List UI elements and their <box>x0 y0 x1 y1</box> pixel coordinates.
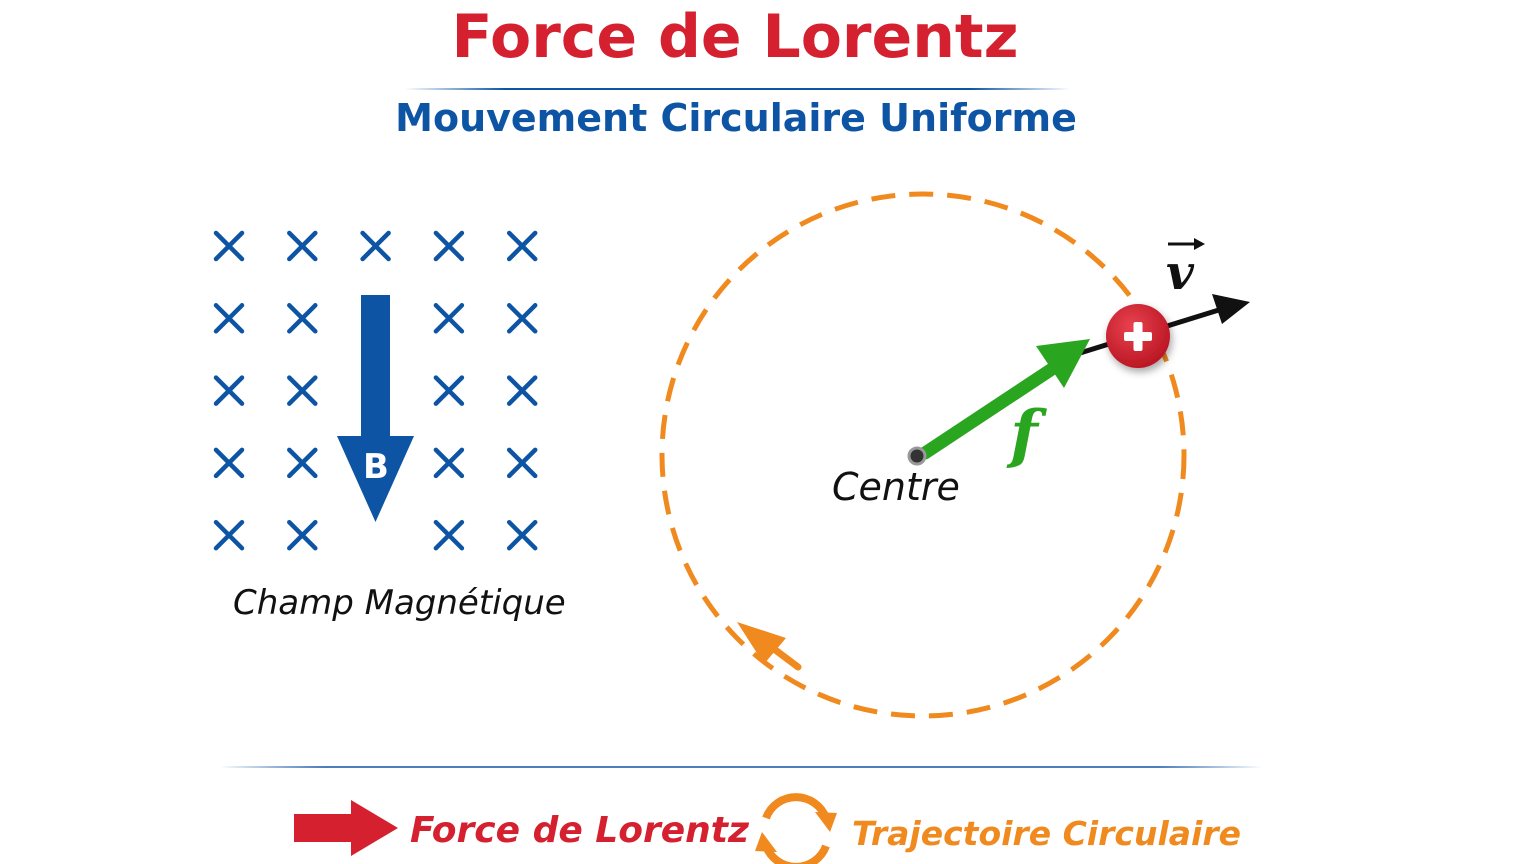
force-vector <box>918 339 1090 460</box>
field-cross-icon <box>506 519 538 551</box>
field-cross-icon <box>213 230 245 262</box>
centre-label: Centre <box>832 465 960 509</box>
field-cross-icon <box>287 519 318 551</box>
field-cross-icon <box>287 375 318 406</box>
plus-icon <box>1124 322 1152 351</box>
field-cross-icon <box>433 519 465 551</box>
legend-divider <box>220 766 1262 768</box>
field-cross-icon <box>287 230 318 262</box>
magnetic-field-grid <box>213 230 538 551</box>
legend-force-label: Force de Lorentz <box>410 810 750 851</box>
centre-point <box>907 446 927 466</box>
legend-trajectory-label: Trajectoire Circulaire <box>852 814 1241 853</box>
b-field-label: B <box>363 447 389 487</box>
force-label: f <box>1006 397 1047 472</box>
field-cross-icon <box>360 230 391 262</box>
legend-force-arrow-icon <box>294 800 398 856</box>
field-cross-icon <box>287 303 318 334</box>
field-cross-icon <box>506 447 538 479</box>
velocity-arrow-accent <box>1168 238 1205 250</box>
page-title: Force de Lorentz <box>451 2 1019 72</box>
field-cross-icon <box>287 447 318 479</box>
field-cross-icon <box>506 230 538 262</box>
field-cross-icon <box>213 303 245 334</box>
title-divider <box>405 88 1070 90</box>
page-subtitle: Mouvement Circulaire Uniforme <box>395 96 1077 140</box>
b-field-arrow: B <box>337 295 414 522</box>
legend-cycle-icon <box>755 793 837 864</box>
magnetic-field-label: Champ Magnétique <box>233 583 566 623</box>
field-cross-icon <box>433 230 465 262</box>
field-cross-icon <box>506 303 538 334</box>
field-cross-icon <box>213 375 245 406</box>
velocity-label: v <box>1166 245 1195 301</box>
field-cross-icon <box>506 375 538 406</box>
field-cross-icon <box>213 447 245 479</box>
circular-trajectory <box>659 191 1187 719</box>
field-cross-icon <box>433 303 465 334</box>
field-cross-icon <box>433 375 465 406</box>
orbit-direction-arrow <box>737 622 802 671</box>
field-cross-icon <box>433 447 465 479</box>
field-cross-icon <box>213 519 245 551</box>
